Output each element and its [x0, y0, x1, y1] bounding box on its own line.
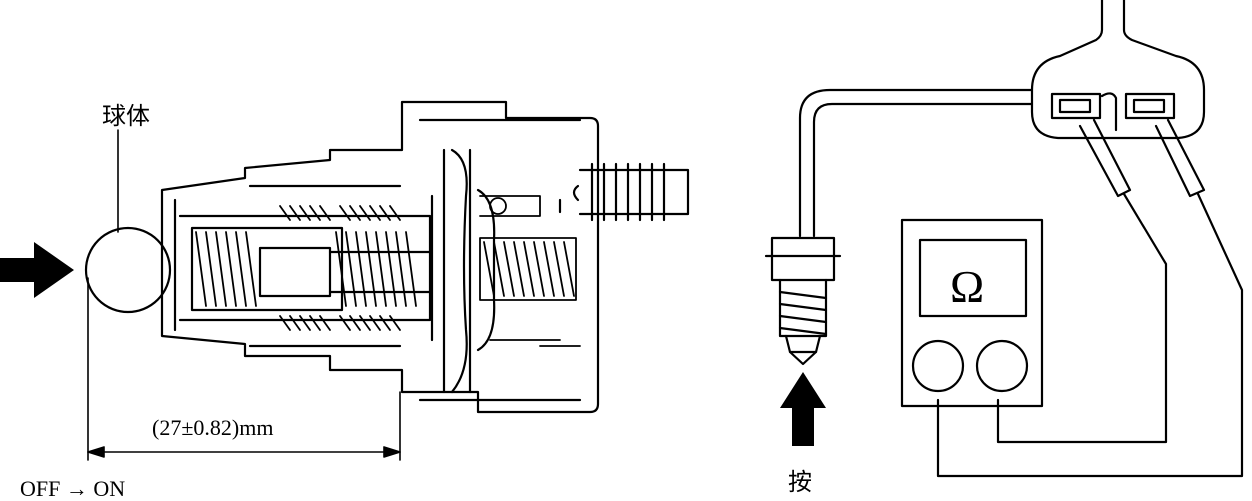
ball-label: 球体 — [102, 103, 150, 130]
connector-terminal — [558, 162, 690, 222]
multimeter — [900, 218, 1044, 408]
main-spring — [195, 205, 417, 331]
diaphragm — [430, 148, 496, 394]
arrow-up-icon — [780, 372, 826, 446]
dimension-label: (27±0.82)mm — [152, 415, 273, 440]
ohm-symbol: Ω — [950, 261, 984, 312]
connector — [1030, 0, 1206, 140]
sensor-plug — [764, 236, 842, 366]
arrow-right-icon — [0, 242, 74, 298]
probes — [936, 118, 1244, 478]
sensor-leads — [798, 88, 1034, 238]
press-label: 按 — [788, 469, 812, 496]
dimension-lines — [87, 129, 401, 461]
switch-body — [160, 100, 600, 414]
contact-spring — [479, 195, 581, 347]
ball — [84, 226, 172, 314]
switch-state-label: OFF → ON — [20, 476, 125, 501]
